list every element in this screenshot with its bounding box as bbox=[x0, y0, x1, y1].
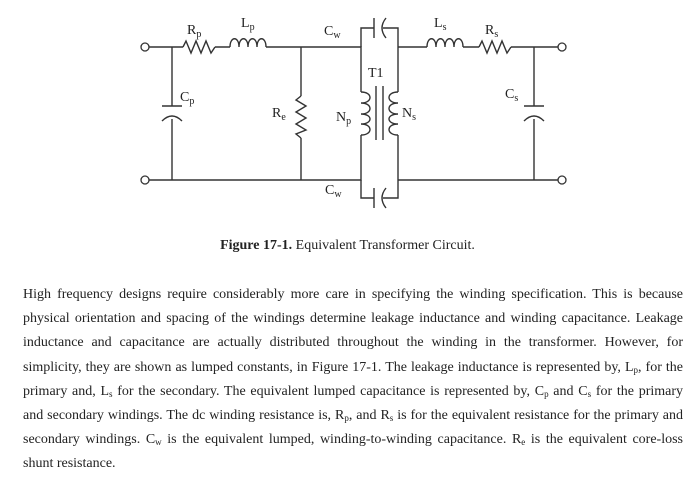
inductor-ls bbox=[426, 38, 464, 48]
wire-bottom-primary bbox=[149, 160, 362, 181]
figure-caption: Figure 17-1. Equivalent Transformer Circ… bbox=[0, 236, 695, 256]
label-rp: Rp bbox=[187, 23, 201, 40]
inductor-lp bbox=[229, 38, 267, 48]
resistor-rs bbox=[478, 39, 512, 55]
label-ns: Ns bbox=[402, 106, 416, 123]
winding-np bbox=[360, 91, 371, 136]
wire-top-primary bbox=[149, 46, 362, 65]
label-lp: Lp bbox=[241, 16, 255, 33]
wire-cw-bottom bbox=[360, 180, 399, 199]
output-terminal-top bbox=[557, 42, 567, 52]
capacitor-cs-curve bbox=[523, 115, 545, 122]
figure-title: Equivalent Transformer Circuit. bbox=[292, 238, 475, 253]
input-terminal-top bbox=[140, 42, 150, 52]
label-cs: Cs bbox=[505, 87, 518, 104]
resistor-rp bbox=[182, 39, 216, 55]
label-t1: T1 bbox=[368, 66, 384, 81]
capacitor-cp-curve bbox=[161, 115, 183, 122]
resistor-re bbox=[294, 95, 308, 139]
label-cw-top: Cw bbox=[324, 24, 341, 41]
winding-ns bbox=[388, 91, 399, 136]
label-re: Re bbox=[272, 106, 286, 123]
body-paragraph: High frequency designs require considera… bbox=[23, 287, 684, 472]
capacitor-cw-bottom-curve bbox=[381, 187, 387, 209]
input-terminal-bottom bbox=[140, 175, 150, 185]
label-cw-bottom: Cw bbox=[325, 183, 342, 200]
label-rs: Rs bbox=[485, 23, 498, 40]
capacitor-cw-top-curve bbox=[381, 17, 387, 39]
output-terminal-bottom bbox=[557, 175, 567, 185]
figure-number: Figure 17-1. bbox=[220, 238, 293, 253]
label-ls: Ls bbox=[434, 16, 447, 33]
label-cp: Cp bbox=[180, 90, 194, 107]
equivalent-circuit-diagram: Rp Lp Cw Ls Rs T1 Cp Re Np Ns Cs Cw bbox=[140, 16, 567, 209]
wire-cw-top bbox=[360, 27, 399, 47]
label-np: Np bbox=[336, 110, 351, 127]
